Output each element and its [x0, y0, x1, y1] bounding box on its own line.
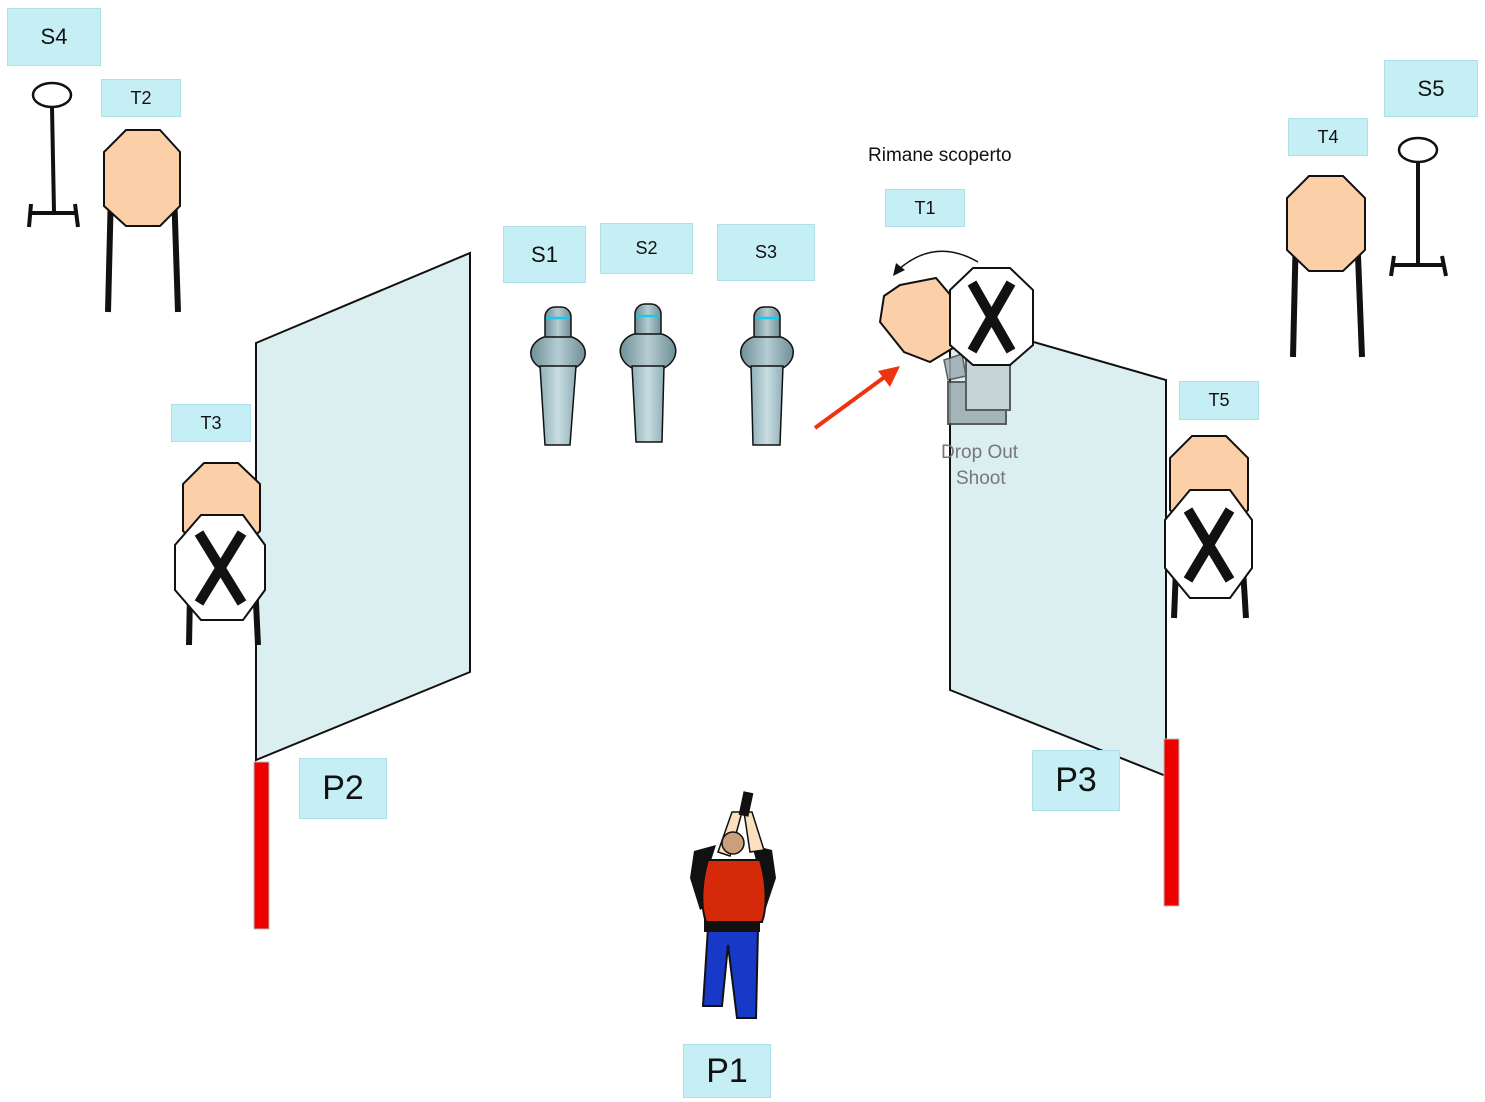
dropout-text-line1: Drop Out: [941, 442, 1019, 463]
no-shoot-t3: [174, 514, 266, 621]
wall-p2: [255, 251, 471, 762]
target-t1: [878, 276, 959, 364]
label-t1: T1: [885, 189, 965, 227]
label-t5: T5: [1179, 381, 1259, 420]
label-s1: S1: [503, 226, 586, 283]
label-p2: P2: [299, 758, 387, 819]
target-t2: [103, 129, 181, 313]
label-p3: P3: [1032, 750, 1120, 811]
t1-note-text: Rimane scoperto: [868, 145, 1012, 166]
label-s3: S3: [717, 224, 815, 281]
fault-line-left: [253, 761, 270, 930]
silhouette-s1: [530, 306, 586, 446]
dropout-text-line2: Shoot: [956, 468, 1006, 489]
silhouette-s2: [619, 303, 677, 443]
popper-s5: [1389, 136, 1448, 277]
shooter-figure: [690, 791, 776, 1019]
label-s5: S5: [1384, 60, 1478, 117]
no-shoot-t5: [1164, 489, 1253, 599]
target-t4: [1286, 175, 1366, 358]
label-p1: P1: [683, 1044, 771, 1098]
no-shoot-t1: [949, 267, 1034, 366]
fault-line-right: [1163, 738, 1180, 907]
label-s2: S2: [600, 223, 693, 274]
label-t3: T3: [171, 404, 251, 442]
popper-s4: [27, 81, 80, 228]
label-s4: S4: [7, 8, 101, 66]
label-t4: T4: [1288, 118, 1368, 156]
label-t2: T2: [101, 79, 181, 117]
swing-arrow: [813, 366, 900, 430]
rotation-arrow: [893, 250, 979, 276]
silhouette-s3: [740, 306, 794, 446]
